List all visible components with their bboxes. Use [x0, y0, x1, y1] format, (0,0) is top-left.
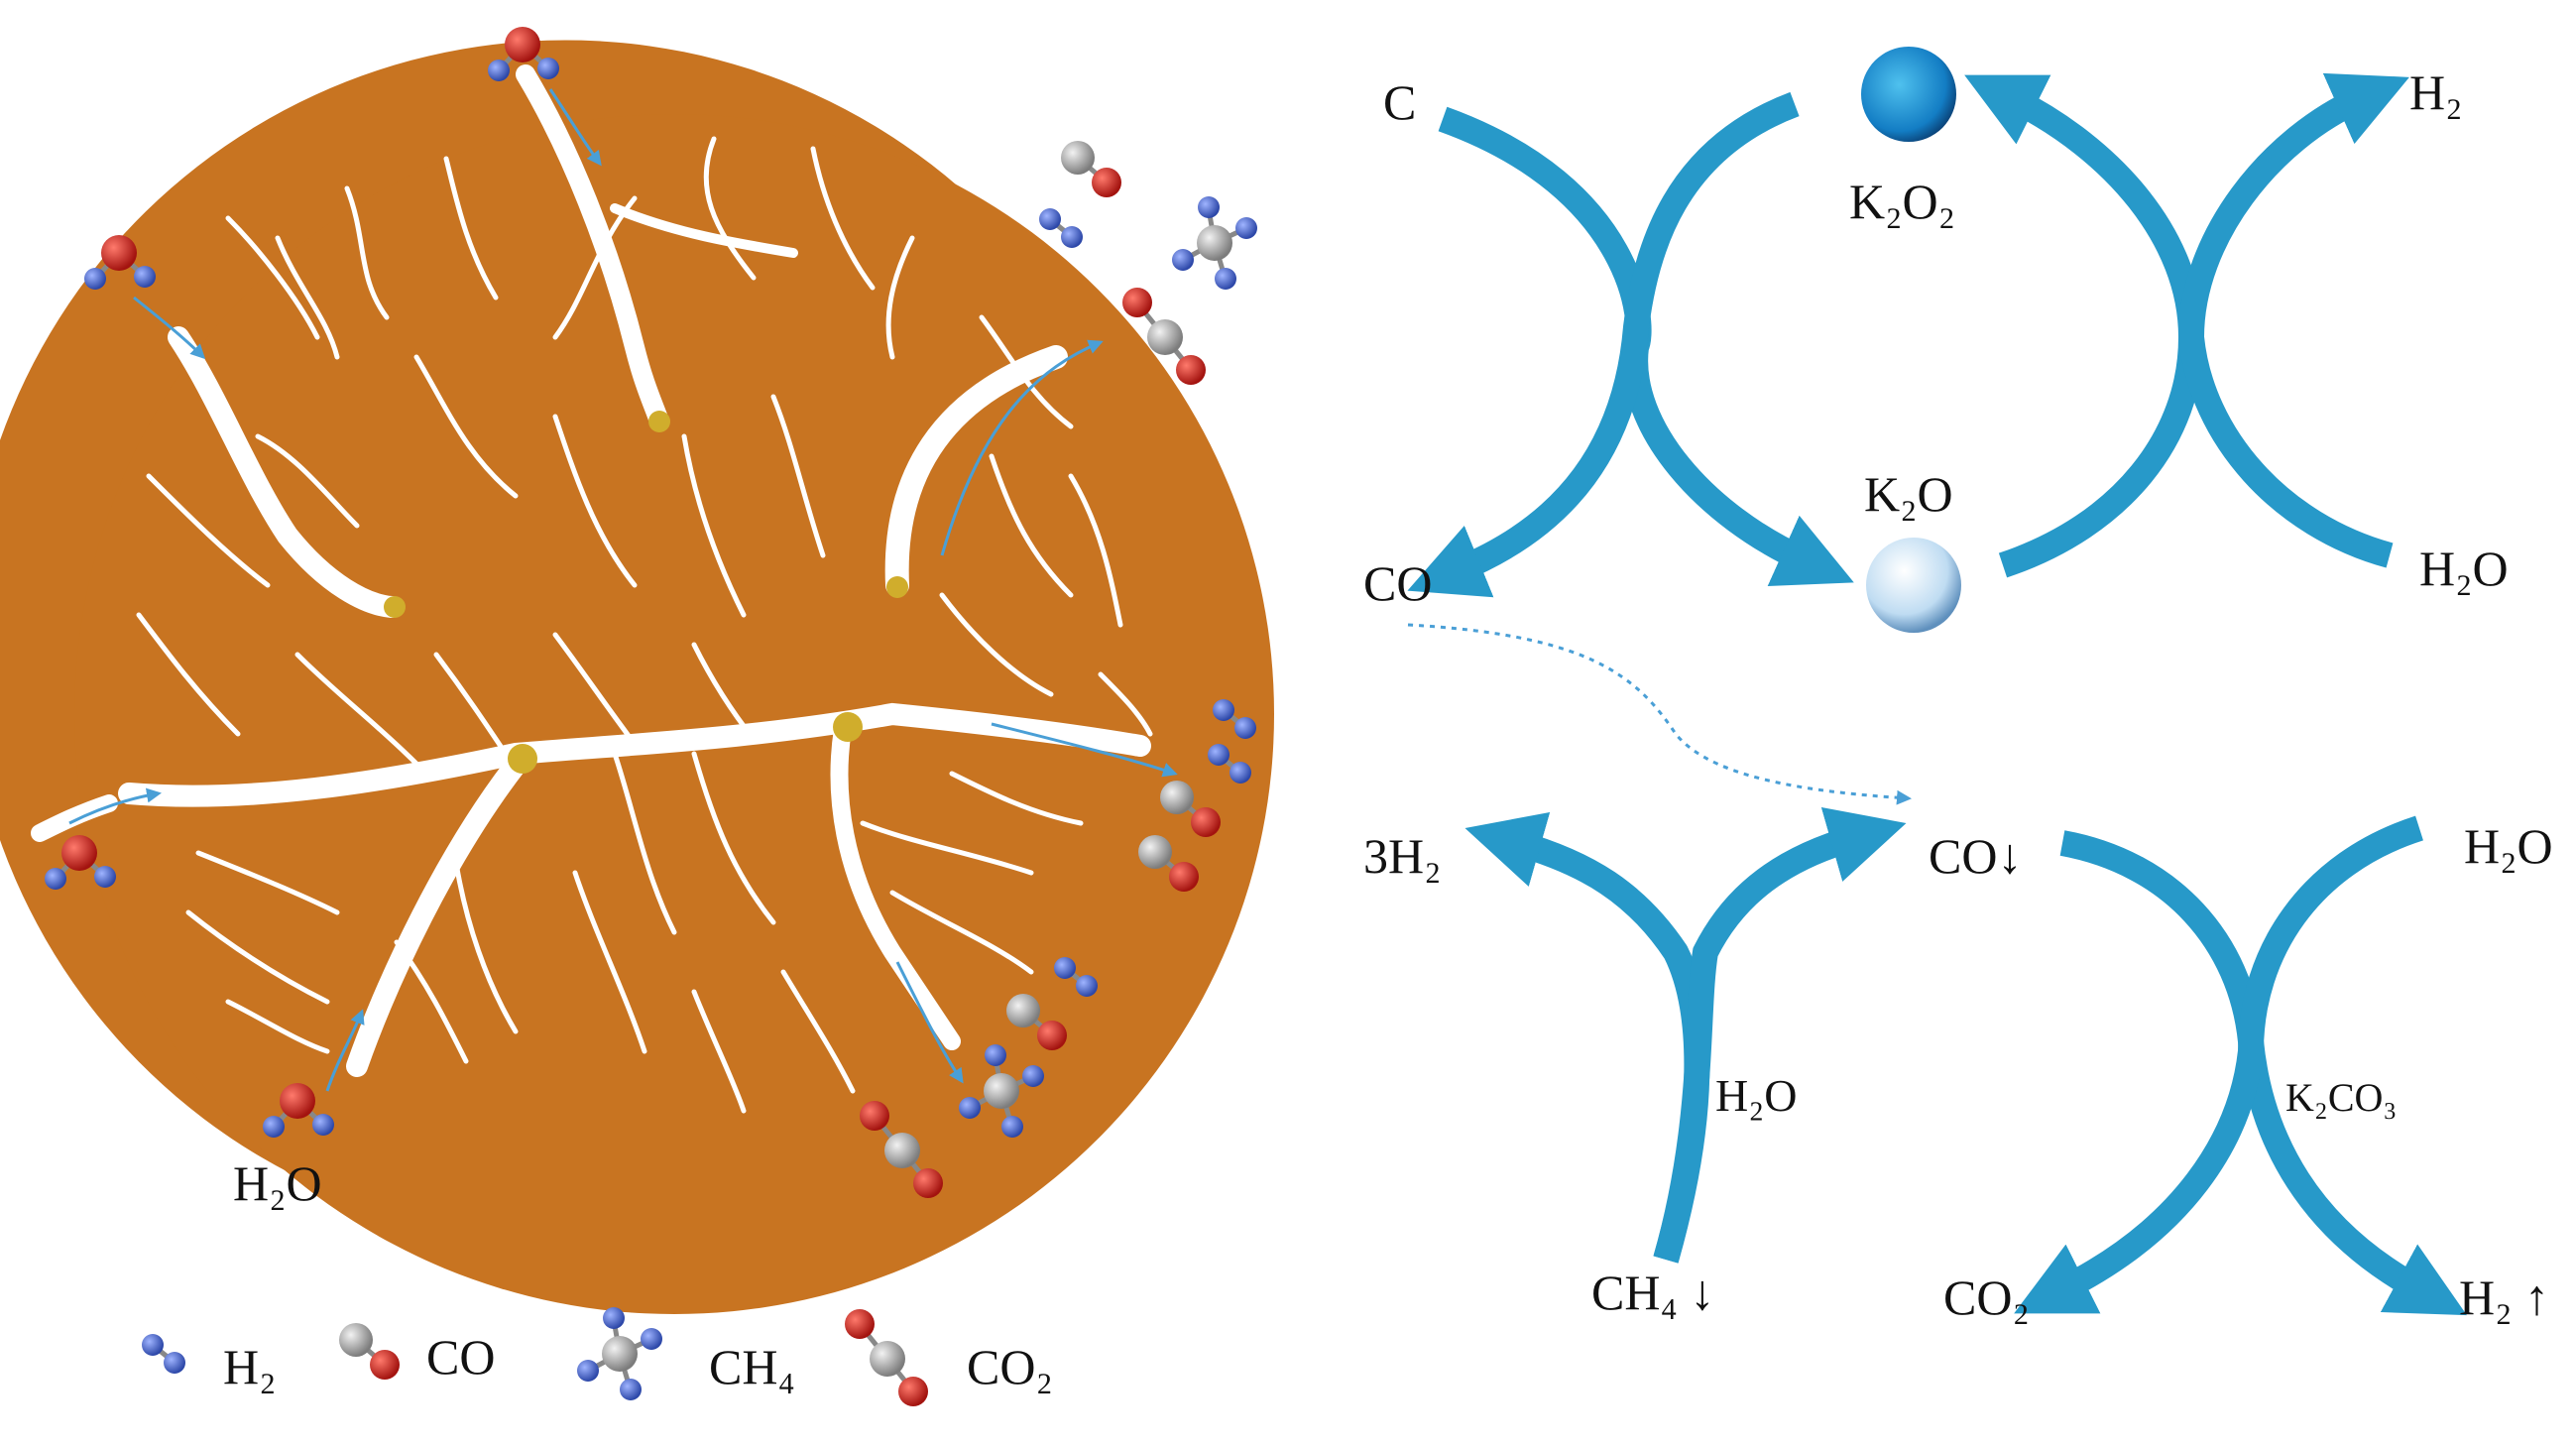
- legend: H₂ CO CH₄ CO₂: [142, 1307, 1053, 1406]
- label-k2o: K₂O: [1864, 466, 1953, 522]
- legend-label-h2: H₂: [223, 1339, 277, 1394]
- label-c: C: [1383, 74, 1416, 130]
- label-h2-bottom: H₂ ↑: [2459, 1269, 2549, 1325]
- carbon-monoxide-molecule-icon: [1061, 141, 1121, 197]
- arrow-h2o-to-co2: [2014, 815, 2424, 1314]
- label-co-bottom: CO↓: [1929, 828, 2022, 884]
- hydrogen-molecule-icon: [1039, 208, 1083, 248]
- cycle-arrow-k2o2-to-co: [1407, 91, 1800, 598]
- arrow-ch4-to-co: [1653, 806, 1907, 1264]
- k2o2-sphere-icon: [1861, 47, 1956, 142]
- carbon-dioxide-molecule-icon: [845, 1309, 928, 1406]
- active-sites: [384, 411, 908, 774]
- pore-network: [31, 64, 1153, 1114]
- label-co2: CO₂: [1943, 1269, 2030, 1325]
- cycle-top: [1407, 72, 2409, 598]
- methane-molecule-icon: [1172, 196, 1257, 290]
- label-h2o-reforming: H₂O: [1715, 1070, 1797, 1121]
- methane-molecule-icon: [577, 1307, 662, 1400]
- label-h2-top: H₂: [2409, 64, 2463, 120]
- label-h2o-top: H₂O: [2419, 541, 2509, 596]
- active-site: [508, 744, 537, 774]
- legend-label-co2: CO₂: [967, 1339, 1053, 1394]
- label-h2o-shift: H₂O: [2464, 818, 2553, 874]
- carbon-monoxide-molecule-icon: [339, 1323, 400, 1380]
- cycle-arrow-h2o-to-h2: [2177, 72, 2409, 568]
- legend-label-co: CO: [426, 1329, 495, 1385]
- char-particle: [0, 40, 1274, 1314]
- active-site: [648, 411, 670, 432]
- active-site: [384, 596, 406, 618]
- label-k2o2: K₂O₂: [1849, 174, 1955, 229]
- flow-arrows: [68, 88, 1178, 1092]
- co-transfer-connector: [1407, 623, 1912, 805]
- label-3h2: 3H₂: [1363, 828, 1442, 884]
- label-co-top: CO: [1363, 555, 1432, 611]
- active-site: [886, 576, 908, 598]
- k2o-sphere-icon: [1866, 538, 1961, 633]
- cycle-bottom: [1464, 806, 2467, 1316]
- hydrogen-molecule-icon: [142, 1334, 185, 1374]
- label-k2co3: K₂CO₃: [2285, 1075, 2397, 1120]
- active-site: [833, 712, 863, 742]
- legend-label-ch4: CH₄: [709, 1339, 795, 1394]
- inlet-water-label: H₂O: [233, 1155, 322, 1211]
- label-ch4: CH₄ ↓: [1591, 1265, 1714, 1320]
- cycle-arrow-k2o-to-k2o2: [1964, 74, 2205, 578]
